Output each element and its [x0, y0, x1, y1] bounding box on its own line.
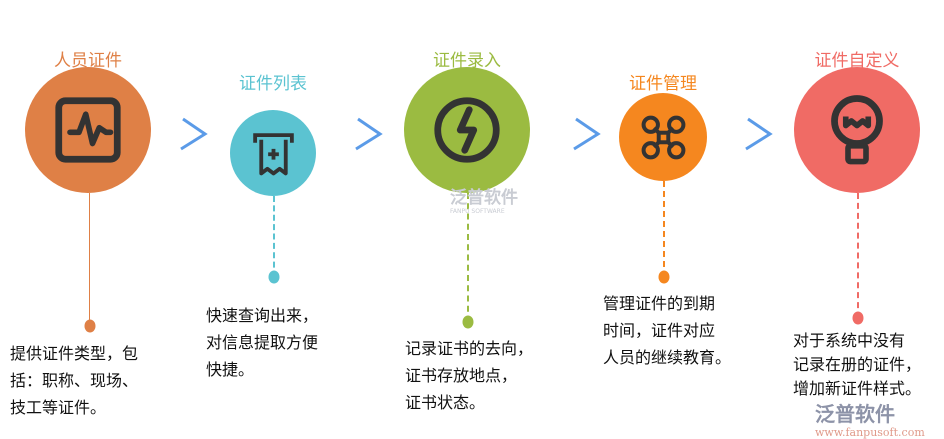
watermark-logo-corner: 泛普软件: [815, 403, 895, 425]
connector-line: [663, 181, 665, 277]
connector-dot: [84, 319, 96, 333]
activity-monitor-icon: [55, 97, 121, 163]
connector-dot: [852, 311, 864, 325]
lightbulb-icon: [831, 95, 883, 165]
lightning-icon: [434, 97, 500, 163]
watermark-url: www.fanpusoft.com: [815, 426, 925, 439]
step-circle: [404, 67, 530, 193]
step-description: 对于系统中没有 记录在册的证件， 增加新证件样式。: [793, 331, 922, 398]
step-circle: [619, 93, 707, 181]
connector-line: [89, 193, 90, 326]
chevron-right-icon: [355, 117, 383, 151]
receipt-add-icon: [252, 132, 294, 175]
step-title: 证件自定义: [814, 51, 900, 71]
step-title: 证件管理: [629, 74, 697, 94]
connector-line: [857, 193, 859, 318]
watermark-name-corner: 泛普软件: [815, 402, 895, 426]
step-title: 证件录入: [433, 51, 501, 71]
drone-icon: [641, 115, 685, 159]
watermark-sub: FANPU SOFTWARE: [450, 208, 505, 215]
connector-dot: [658, 270, 670, 284]
step-circle: [794, 67, 920, 193]
step-title: 人员证件: [54, 51, 122, 71]
step-description: 管理证件的到期 时间，证件对应 人员的继续教育。: [603, 294, 732, 367]
step-circle: [230, 110, 316, 196]
step-title: 证件列表: [239, 74, 307, 94]
step-description: 记录证书的去向， 证书存放地点， 证书状态。: [405, 339, 534, 412]
step-description: 快速查询出来， 对信息提取方便 快捷。: [206, 306, 319, 379]
chevron-right-icon: [180, 117, 208, 151]
connector-line: [273, 196, 275, 277]
chevron-right-icon: [573, 117, 601, 151]
chevron-right-icon: [745, 117, 773, 151]
connector-dot: [462, 315, 474, 329]
watermark-logo: 泛普软件 FANPU SOFTWARE: [450, 188, 518, 216]
watermark-name: 泛普软件: [450, 188, 518, 208]
step-description: 提供证件类型，包 括：职称、现场、 技工等证件。: [10, 344, 139, 417]
connector-dot: [268, 270, 280, 284]
step-circle: [25, 67, 151, 193]
connector-line: [467, 193, 469, 322]
